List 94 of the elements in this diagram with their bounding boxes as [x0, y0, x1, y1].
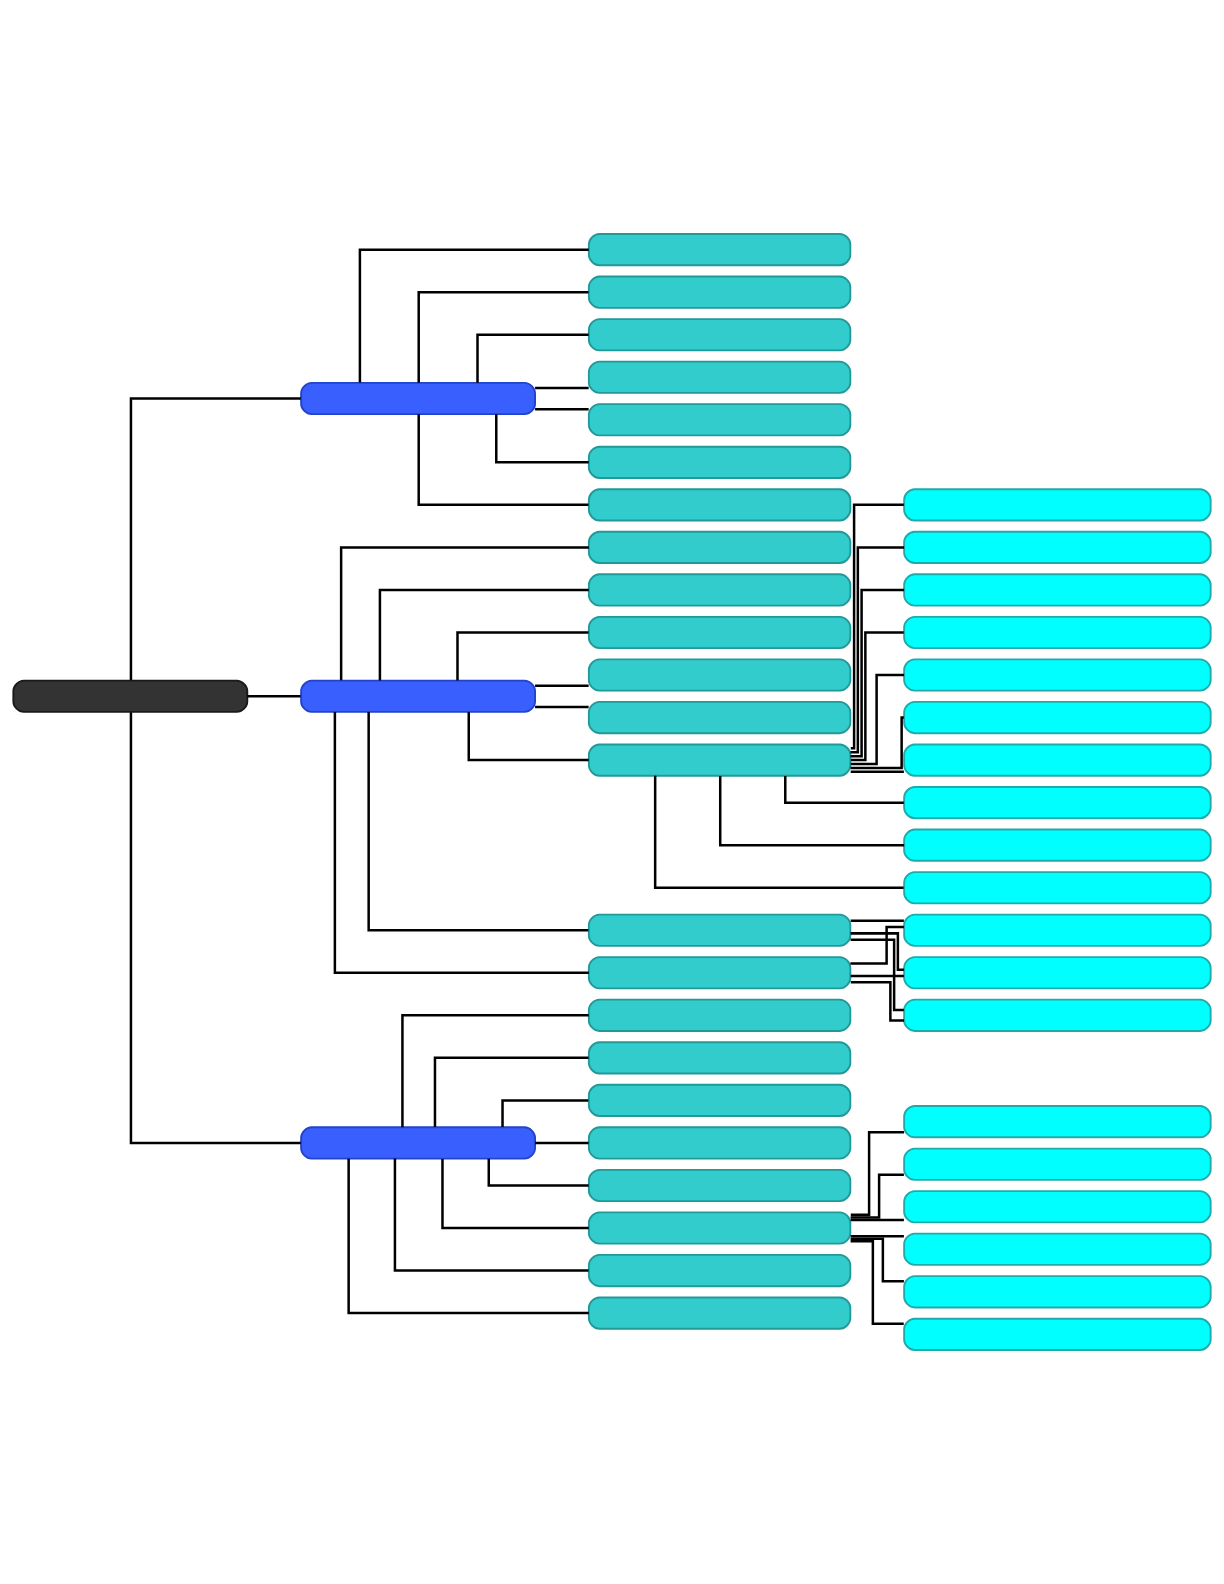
connector — [347, 1158, 589, 1315]
connector — [333, 711, 589, 975]
connector — [535, 1141, 589, 1145]
node-box — [903, 1317, 1212, 1351]
connector — [129, 712, 301, 1145]
node-box — [903, 1275, 1212, 1309]
connector — [850, 1237, 904, 1283]
node-box — [587, 1211, 852, 1245]
connector — [718, 776, 905, 847]
node-box — [903, 1190, 1212, 1224]
node-box — [587, 998, 852, 1032]
node-box — [903, 530, 1212, 564]
node-box — [587, 445, 852, 479]
connector — [378, 588, 589, 681]
node-box — [12, 679, 249, 713]
node-box — [587, 318, 852, 352]
node-box — [587, 530, 852, 564]
connector — [495, 414, 589, 464]
connector — [784, 775, 904, 804]
connector — [535, 684, 589, 687]
connector — [129, 397, 301, 681]
connector — [850, 631, 904, 762]
connector — [850, 1218, 904, 1222]
node-box — [903, 956, 1212, 990]
connector — [247, 695, 301, 698]
connector — [850, 588, 905, 758]
node-box — [903, 658, 1212, 692]
node-box — [587, 956, 852, 990]
connector — [441, 1158, 589, 1230]
node-box — [903, 998, 1212, 1032]
connector — [367, 712, 589, 932]
connector — [850, 1234, 904, 1238]
node-box — [903, 743, 1212, 777]
connector — [401, 1014, 589, 1128]
connector — [850, 503, 904, 750]
connector — [850, 673, 905, 766]
connector — [850, 974, 904, 978]
node-box — [587, 1296, 852, 1330]
node-box — [587, 573, 852, 607]
node-box — [587, 658, 852, 692]
connector — [850, 938, 904, 1012]
connector — [535, 407, 589, 411]
node-box — [300, 1126, 536, 1160]
connector — [535, 386, 589, 390]
connector — [456, 631, 589, 681]
connector — [850, 716, 905, 770]
node-box — [587, 403, 852, 437]
node-box — [903, 700, 1212, 735]
node-box — [300, 679, 536, 713]
node-box — [903, 573, 1212, 607]
connector — [850, 1239, 904, 1325]
connector — [850, 770, 904, 774]
node-box — [903, 1105, 1212, 1139]
connector — [850, 980, 905, 1022]
connector — [850, 925, 904, 965]
node-box — [587, 913, 852, 947]
node-box — [587, 1083, 852, 1117]
connector — [850, 932, 904, 971]
node-box — [903, 871, 1212, 905]
node-box — [903, 488, 1212, 522]
connector — [850, 919, 904, 923]
connector — [467, 712, 589, 762]
connector — [850, 546, 905, 754]
connector — [417, 414, 589, 507]
connector — [476, 333, 589, 383]
connector — [535, 705, 589, 709]
node-box — [903, 615, 1212, 650]
node-box — [300, 381, 536, 416]
connector — [653, 775, 904, 889]
node-box — [587, 700, 852, 735]
node-box — [903, 828, 1212, 862]
connector — [358, 248, 589, 383]
connector — [393, 1158, 589, 1272]
node-box — [903, 1232, 1212, 1266]
connector — [487, 1158, 589, 1187]
connector — [433, 1056, 589, 1127]
node-box — [587, 1126, 852, 1160]
node-box — [587, 615, 852, 650]
node-box — [587, 1253, 852, 1288]
node-box — [903, 786, 1212, 820]
node-box — [587, 275, 852, 309]
node-box — [587, 1041, 852, 1075]
connector — [850, 1131, 905, 1217]
node-box — [587, 488, 852, 522]
connector — [417, 290, 589, 383]
node-box — [587, 360, 852, 394]
connector — [850, 1173, 904, 1219]
connector — [339, 546, 589, 681]
node-box — [903, 1147, 1212, 1181]
node-box — [903, 913, 1212, 947]
node-box — [587, 743, 852, 777]
node-box — [587, 233, 852, 267]
node-box — [587, 1168, 852, 1203]
connector — [501, 1099, 589, 1128]
